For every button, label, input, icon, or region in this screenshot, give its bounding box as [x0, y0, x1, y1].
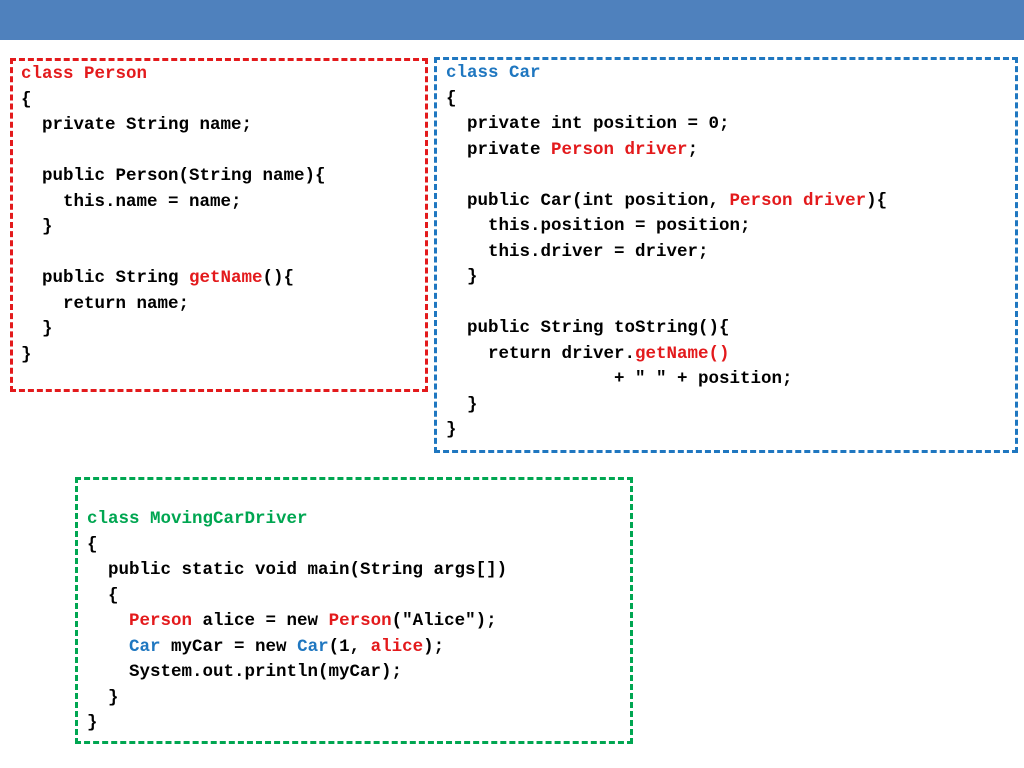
code-token: this.driver = driver;	[446, 241, 709, 262]
code-token: Person driver	[729, 190, 867, 211]
code-token: + " " + position;	[446, 369, 793, 389]
code-token: }	[446, 394, 478, 415]
code-line	[446, 291, 887, 317]
code-token: {	[446, 88, 457, 109]
code-token: );	[423, 636, 445, 657]
code-token: ;	[687, 139, 699, 160]
code-token: Person	[129, 611, 193, 631]
code-token: Car	[297, 636, 329, 657]
code-line: }	[446, 265, 887, 291]
code-line: Car myCar = new Car(1, alice);	[87, 635, 507, 661]
code-line	[446, 163, 887, 189]
code-line: private String name;	[21, 113, 326, 139]
code-token: System.out.println(myCar);	[87, 662, 403, 682]
code-token: getName()	[635, 343, 730, 364]
class-car-code: class Car { private int position = 0; pri…	[446, 61, 887, 444]
code-token: class Person	[21, 64, 148, 84]
code-token: Car	[129, 636, 161, 657]
code-token: public String toString(){	[446, 318, 730, 338]
code-line: this.name = name;	[21, 190, 326, 216]
code-line: {	[446, 87, 887, 113]
code-line: class MovingCarDriver	[87, 507, 507, 533]
code-line: public String getName(){	[21, 266, 326, 292]
code-token: (){	[262, 268, 295, 288]
code-token: }	[446, 420, 457, 440]
code-line: this.position = position;	[446, 214, 887, 240]
code-token: getName	[189, 268, 263, 288]
code-token: ){	[866, 190, 888, 211]
code-token: alice	[370, 636, 424, 657]
class-moving-car-driver-code: class MovingCarDriver { public static voi…	[87, 507, 507, 737]
code-line	[21, 241, 326, 267]
code-token: }	[446, 267, 478, 287]
code-line: public Car(int position, Person driver){	[446, 189, 887, 215]
code-line: this.driver = driver;	[446, 240, 887, 266]
code-line: class Car	[446, 61, 887, 87]
code-token: return name;	[21, 293, 190, 314]
code-token: this.position = position;	[446, 216, 751, 236]
code-line: }	[446, 393, 887, 419]
code-line: private Person driver;	[446, 138, 887, 164]
code-line: System.out.println(myCar);	[87, 660, 507, 686]
code-token: myCar = new	[160, 636, 298, 657]
code-line: Person alice = new Person("Alice");	[87, 609, 507, 635]
class-moving-car-driver-box: class MovingCarDriver { public static voi…	[75, 477, 633, 744]
code-token: ("Alice");	[391, 611, 497, 631]
class-person-box: class Person { private String name; publi…	[10, 58, 428, 392]
code-token: public String	[21, 268, 190, 288]
code-token: {	[87, 534, 98, 555]
code-token: public Car(int position,	[446, 190, 730, 211]
code-token: {	[87, 585, 119, 606]
code-token: (1,	[328, 636, 371, 657]
code-token: private int position = 0;	[446, 114, 730, 134]
header-bar	[0, 0, 1024, 40]
code-line: {	[21, 88, 326, 114]
code-line: private int position = 0;	[446, 112, 887, 138]
code-token: return driver.	[446, 343, 636, 364]
code-line: public String toString(){	[446, 316, 887, 342]
code-line	[21, 139, 326, 165]
code-token: }	[87, 713, 98, 733]
code-line: public Person(String name){	[21, 164, 326, 190]
code-token	[87, 637, 129, 657]
code-token: private String name;	[21, 115, 253, 135]
code-token: }	[87, 687, 119, 708]
code-line: }	[21, 343, 326, 369]
code-token: public static void main(String args[])	[87, 560, 508, 580]
code-token: private	[446, 139, 552, 160]
code-line: }	[87, 711, 507, 737]
code-token: this.name = name;	[21, 191, 242, 212]
code-token: {	[21, 89, 32, 110]
code-line: public static void main(String args[])	[87, 558, 507, 584]
code-line: {	[87, 533, 507, 559]
code-token: public Person(String name){	[21, 166, 326, 186]
code-token: }	[21, 344, 32, 365]
code-token: Person	[328, 611, 392, 631]
code-token: class MovingCarDriver	[87, 509, 308, 529]
code-token: alice = new	[192, 611, 329, 631]
code-line: {	[87, 584, 507, 610]
code-token: class Car	[446, 63, 541, 83]
code-line: class Person	[21, 62, 326, 88]
class-person-code: class Person { private String name; publi…	[21, 62, 326, 368]
code-token	[87, 611, 129, 631]
code-token: }	[21, 217, 53, 237]
code-token: }	[21, 319, 53, 339]
code-token: Person driver	[551, 139, 688, 160]
code-line: + " " + position;	[446, 367, 887, 393]
code-line: }	[446, 418, 887, 444]
code-line: }	[87, 686, 507, 712]
code-line: }	[21, 215, 326, 241]
code-line: }	[21, 317, 326, 343]
code-line: return name;	[21, 292, 326, 318]
code-line: return driver.getName()	[446, 342, 887, 368]
class-car-box: class Car { private int position = 0; pri…	[434, 57, 1018, 453]
